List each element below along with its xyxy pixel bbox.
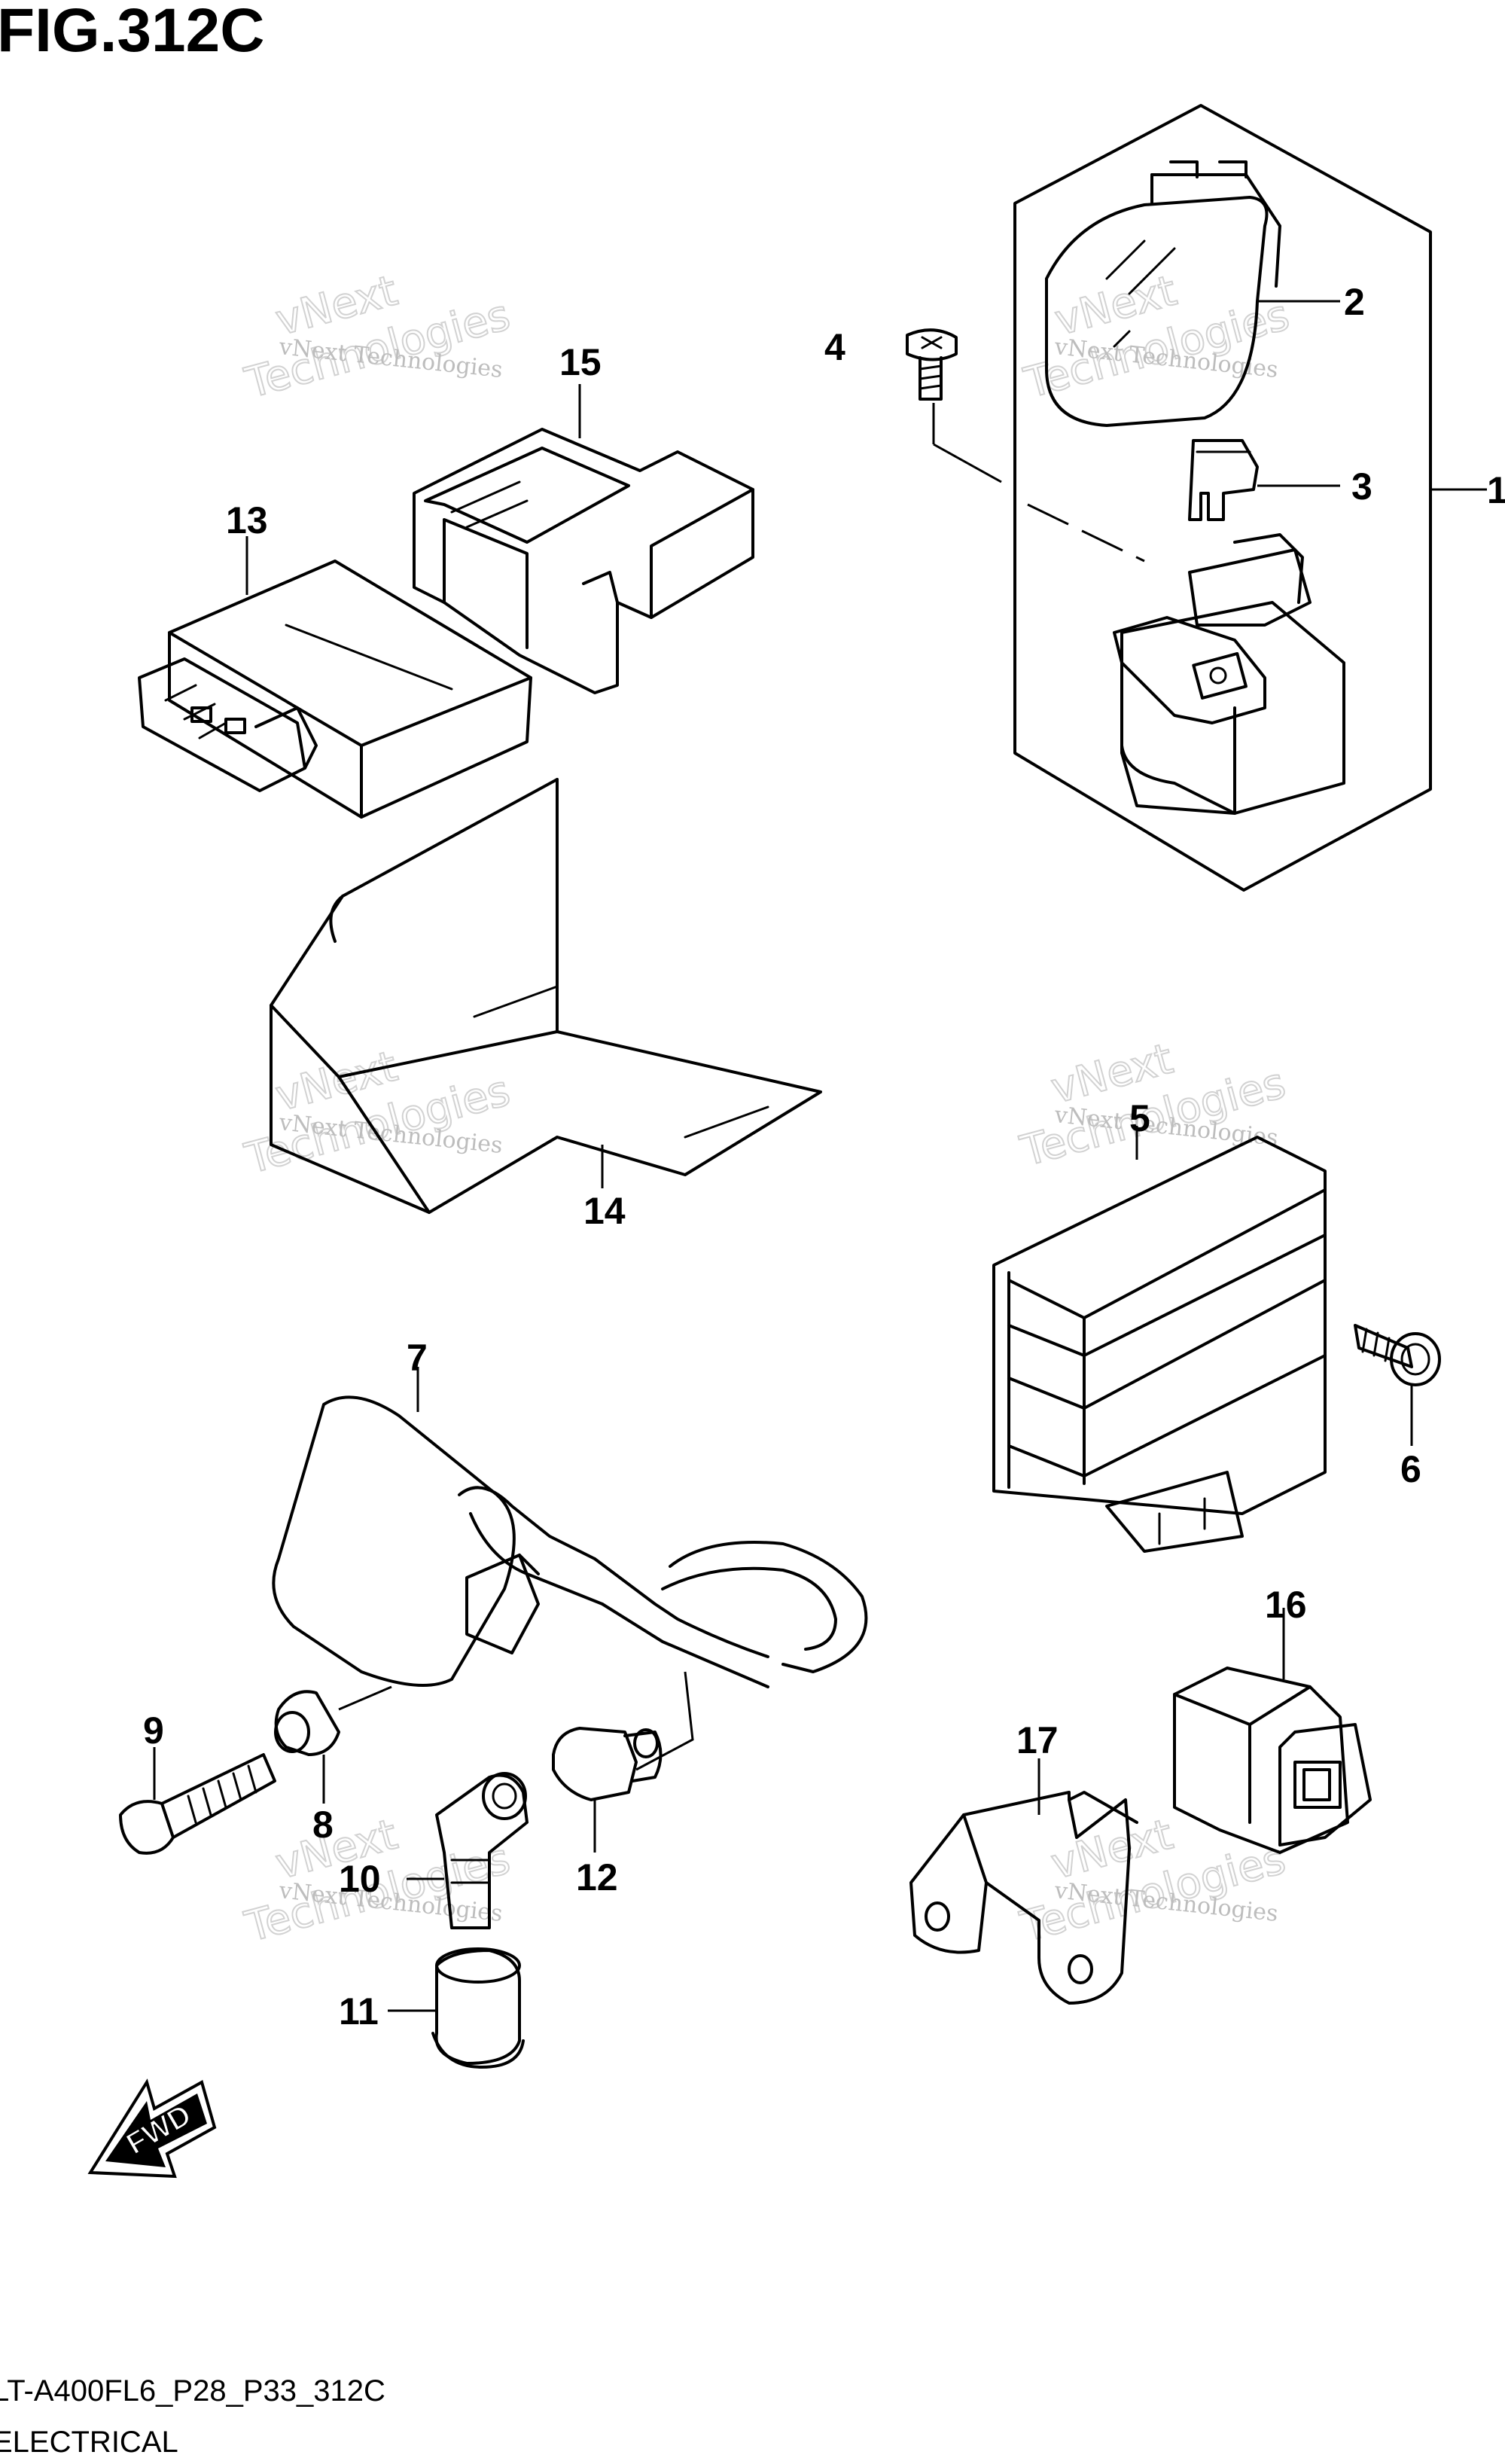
callout-9: 9 [143, 1709, 164, 1752]
part-6-bolt [1354, 1324, 1441, 1446]
part-13-ecu [138, 536, 532, 819]
part-17-bracket [909, 1758, 1138, 2005]
part-15-ecu-cover [413, 384, 754, 694]
watermark-1: vNext Technologies [239, 266, 516, 410]
callout-labels: 1 2 3 4 5 6 7 8 9 10 11 12 13 14 15 16 1… [143, 281, 1505, 2032]
part-3-fuse [1188, 439, 1259, 521]
callout-4: 4 [824, 326, 845, 368]
leader-4-to-assembly [933, 443, 1002, 483]
part-16-connector [1173, 1608, 1372, 1854]
callout-8: 8 [312, 1804, 334, 1846]
part-11-cap [388, 1947, 525, 2069]
fwd-arrow: FWD [87, 2078, 217, 2179]
relay-body [1113, 533, 1345, 815]
watermark-6: vNext Technologies [1015, 1810, 1291, 1953]
leader-assembly-dash [1027, 503, 1145, 563]
callout-1: 1 [1487, 469, 1505, 511]
callout-2: 2 [1344, 281, 1365, 323]
callout-13: 13 [226, 499, 268, 541]
callout-5: 5 [1129, 1097, 1150, 1139]
figure-code: LT-A400FL6_P28_P33_312C [0, 2374, 385, 2408]
part-2-relay-cover [1045, 160, 1281, 427]
part-5-regulator-rectifier [992, 1126, 1327, 1553]
part-12-plug-cap [552, 1727, 663, 1853]
part-14-bracket [270, 778, 822, 1214]
part-4-screw [906, 328, 958, 444]
callout-3: 3 [1351, 465, 1372, 508]
leader-8b [338, 1685, 392, 1711]
callout-6: 6 [1400, 1448, 1421, 1490]
callout-11: 11 [339, 1990, 379, 2032]
callout-15: 15 [559, 341, 602, 383]
part-9-bolt [119, 1747, 276, 1855]
watermark-4: vNext Technologies [1015, 1034, 1291, 1178]
callout-16: 16 [1265, 1584, 1307, 1626]
callout-14: 14 [583, 1190, 626, 1232]
part-7-ignition-coil [272, 1367, 868, 1771]
callout-10: 10 [339, 1858, 381, 1900]
callout-17: 17 [1016, 1719, 1059, 1761]
part-8-spacer [274, 1685, 392, 1804]
callout-7: 7 [407, 1337, 428, 1379]
figure-section: ELECTRICAL [0, 2426, 178, 2459]
watermark-group: vNext Technologies vNext Technologies vN… [239, 266, 1295, 1953]
part-10-boot-elbow [407, 1772, 529, 1929]
figure-title: FIG.312C [0, 0, 264, 65]
part-1-starter-relay-assembly [933, 104, 1487, 892]
leader-7b [635, 1671, 694, 1771]
assembly-outline-box [1013, 104, 1432, 892]
callout-12: 12 [576, 1856, 618, 1898]
